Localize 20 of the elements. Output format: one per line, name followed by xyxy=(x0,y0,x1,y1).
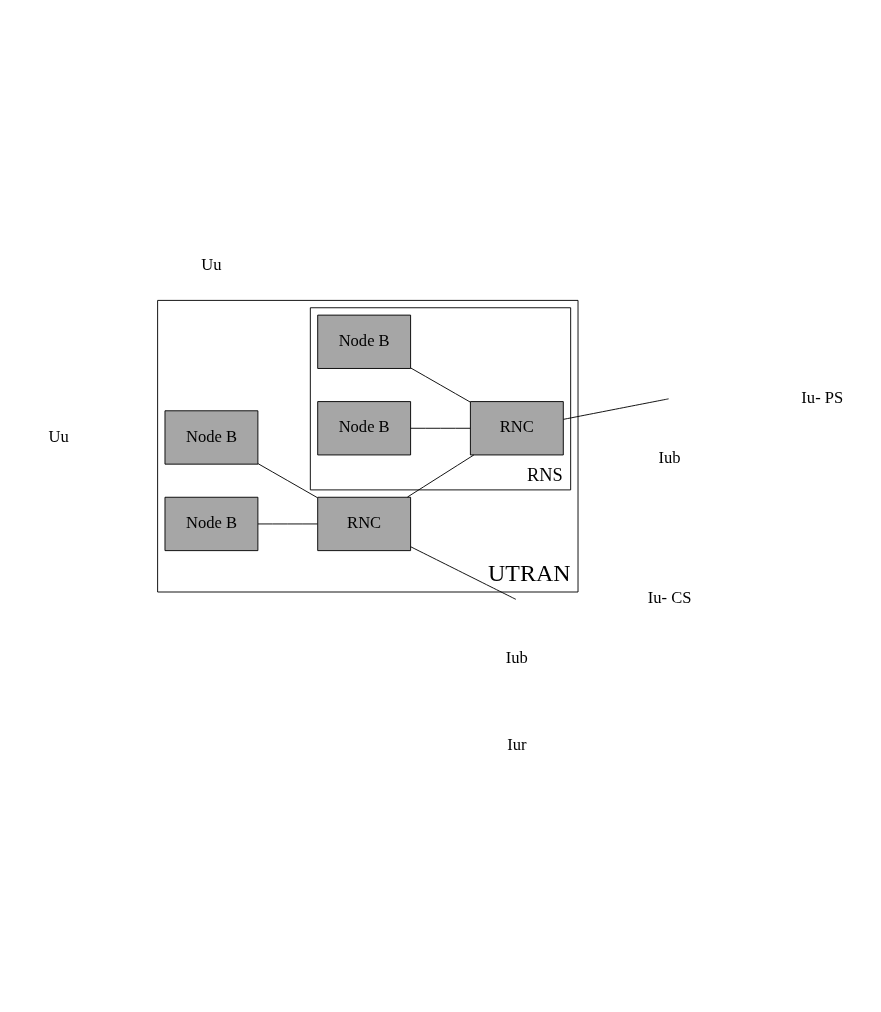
node-box: RNC xyxy=(469,401,564,456)
label: Iub xyxy=(505,648,528,668)
node-box: Node B xyxy=(317,401,412,456)
connector xyxy=(410,367,471,403)
connector xyxy=(407,454,475,498)
connector xyxy=(410,546,517,600)
connector xyxy=(563,398,670,420)
connector xyxy=(410,427,471,429)
label: Iu- CS xyxy=(647,588,692,608)
node-box: Node B xyxy=(164,410,259,465)
node-box: RNC xyxy=(317,496,412,552)
label: Iu- PS xyxy=(801,387,844,407)
node-box: Node B xyxy=(317,314,412,369)
label: Iur xyxy=(507,734,527,754)
label: Uu xyxy=(48,426,69,446)
node-box: Node B xyxy=(164,496,259,552)
label: Uu xyxy=(201,255,222,275)
connector xyxy=(257,523,318,525)
label: Iub xyxy=(658,447,681,467)
connector xyxy=(257,463,318,499)
